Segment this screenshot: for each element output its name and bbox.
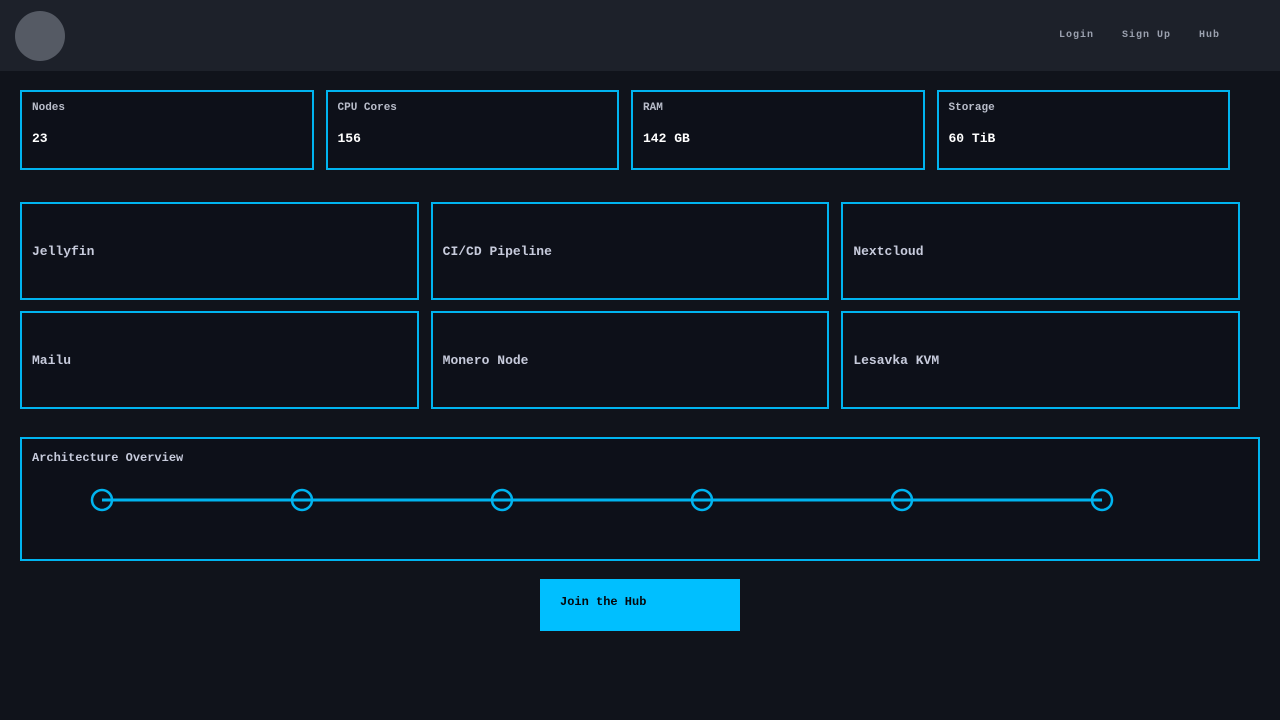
main-content: Nodes 23 CPU Cores 156 RAM 142 GB Storag… <box>0 90 1280 631</box>
stat-value: 142 GB <box>643 131 690 146</box>
nav-hub[interactable]: Hub <box>1198 30 1220 41</box>
architecture-diagram <box>90 488 1114 512</box>
stat-label: RAM <box>643 102 663 114</box>
stat-label: Nodes <box>32 102 66 114</box>
service-card-mailu[interactable]: Mailu <box>20 311 419 409</box>
services-grid: Jellyfin CI/CD Pipeline Nextcloud Mailu … <box>20 202 1240 409</box>
service-card-label: Nextcloud <box>853 243 924 259</box>
stat-card-storage: Storage 60 TiB <box>936 90 1230 170</box>
top-bar: Login Sign Up Hub <box>0 0 1280 71</box>
stat-label: Storage <box>948 102 995 114</box>
stats-row: Nodes 23 CPU Cores 156 RAM 142 GB Storag… <box>20 90 1230 170</box>
stat-card-cpu-cores: CPU Cores 156 <box>325 90 619 170</box>
stat-value: 60 TiB <box>948 131 996 146</box>
service-card-nextcloud[interactable]: Nextcloud <box>841 202 1240 300</box>
stat-value: 156 <box>337 131 361 146</box>
cta-container: Join the Hub <box>20 579 1260 631</box>
header-nav: Login Sign Up Hub <box>1059 30 1220 41</box>
diagram-node-icon <box>690 488 714 512</box>
nav-sign-up[interactable]: Sign Up <box>1121 30 1171 41</box>
avatar[interactable] <box>15 10 65 61</box>
stat-value: 23 <box>32 131 48 146</box>
service-card-jellyfin[interactable]: Jellyfin <box>20 202 419 300</box>
service-card-label: Mailu <box>32 352 72 368</box>
service-card-monero-node[interactable]: Monero Node <box>430 311 830 409</box>
service-card-cicd-pipeline[interactable]: CI/CD Pipeline <box>430 202 830 300</box>
nav-login[interactable]: Login <box>1058 30 1094 41</box>
stat-card-ram: RAM 142 GB <box>631 90 925 170</box>
architecture-overview-panel: Architecture Overview <box>20 437 1260 561</box>
service-card-label: Jellyfin <box>32 243 95 259</box>
diagram-node-icon <box>1090 488 1114 512</box>
service-card-lesavka-kvm[interactable]: Lesavka KVM <box>841 311 1240 409</box>
service-card-label: Lesavka KVM <box>853 352 940 368</box>
service-card-label: CI/CD Pipeline <box>442 243 552 259</box>
service-card-label: Monero Node <box>442 352 529 368</box>
diagram-node-icon <box>490 488 514 512</box>
stat-label: CPU Cores <box>337 102 397 114</box>
diagram-node-icon <box>890 488 914 512</box>
diagram-node-icon <box>90 488 114 512</box>
diagram-node-icon <box>290 488 314 512</box>
stat-card-nodes: Nodes 23 <box>20 90 314 170</box>
join-hub-button[interactable]: Join the Hub <box>540 579 740 631</box>
architecture-title: Architecture Overview <box>32 451 184 465</box>
